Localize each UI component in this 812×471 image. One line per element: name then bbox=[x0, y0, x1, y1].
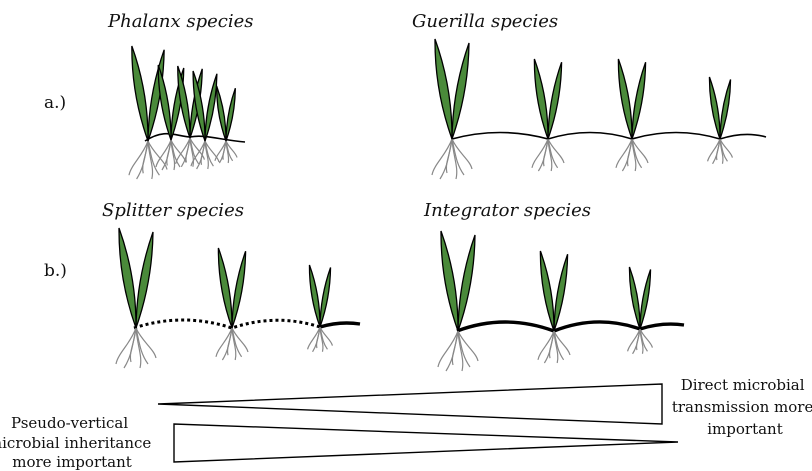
leaf bbox=[320, 267, 331, 327]
leaf bbox=[540, 251, 554, 331]
leaf bbox=[119, 228, 136, 328]
panel-title-integrator: Integrator species bbox=[423, 200, 591, 221]
root bbox=[440, 139, 452, 179]
leaf bbox=[218, 248, 232, 328]
panel-title-guerilla: Guerilla species bbox=[412, 11, 558, 32]
root bbox=[162, 140, 171, 170]
panel-title-phalanx: Phalanx species bbox=[107, 11, 254, 32]
leaf bbox=[441, 231, 458, 331]
stolon-splitter-solid bbox=[320, 323, 360, 327]
guerilla-plant bbox=[708, 77, 733, 164]
root bbox=[222, 328, 232, 360]
leaf bbox=[458, 235, 475, 331]
stolon-integrator bbox=[457, 322, 684, 331]
root bbox=[554, 331, 564, 360]
root bbox=[232, 328, 242, 357]
root bbox=[446, 331, 458, 371]
direct-transmission-wedge bbox=[158, 384, 662, 424]
leaf bbox=[132, 46, 148, 141]
root bbox=[137, 141, 148, 179]
row-label-a: a.) bbox=[44, 93, 66, 113]
phalanx-plant bbox=[215, 86, 237, 163]
leaf bbox=[226, 88, 235, 141]
root bbox=[197, 141, 205, 169]
leaf bbox=[618, 59, 632, 139]
leaf bbox=[435, 39, 452, 139]
leaf bbox=[232, 251, 246, 328]
leaf bbox=[205, 74, 217, 141]
leaf bbox=[548, 62, 562, 139]
leaf bbox=[136, 232, 153, 328]
guerilla-plant bbox=[616, 59, 648, 171]
row-label-b: b.) bbox=[44, 261, 67, 281]
direct-transmission-note: Direct microbial transmission more impor… bbox=[672, 376, 812, 438]
root bbox=[548, 139, 558, 168]
pseudo-vertical-wedge bbox=[174, 424, 678, 462]
root bbox=[622, 139, 632, 171]
integrator-plant bbox=[538, 251, 570, 363]
leaf bbox=[709, 77, 720, 139]
leaf bbox=[309, 265, 320, 327]
splitter-plant bbox=[216, 248, 248, 360]
leaf bbox=[632, 62, 646, 139]
integrator-plant bbox=[628, 267, 653, 354]
stolon-splitter-dotted bbox=[134, 320, 320, 328]
root bbox=[136, 328, 148, 364]
leaf bbox=[629, 267, 640, 329]
root bbox=[544, 331, 554, 363]
integrator-plant bbox=[438, 231, 478, 371]
root bbox=[632, 139, 642, 168]
root bbox=[124, 328, 136, 368]
phalanx-plant bbox=[129, 46, 167, 179]
stolon-phalanx bbox=[145, 134, 245, 142]
guerilla-plant bbox=[432, 39, 472, 179]
pseudo-vertical-note: Pseudo-vertical microbial inheritance mo… bbox=[0, 414, 156, 471]
splitter-plant bbox=[308, 265, 333, 352]
leaf bbox=[640, 269, 651, 329]
leaf bbox=[720, 79, 731, 139]
guerilla-plant bbox=[532, 59, 564, 171]
leaf bbox=[452, 43, 469, 139]
root bbox=[538, 139, 548, 171]
root bbox=[452, 139, 464, 175]
leaf bbox=[158, 65, 171, 140]
leaf bbox=[554, 254, 568, 331]
panel-title-splitter: Splitter species bbox=[102, 200, 244, 221]
leaf bbox=[217, 86, 226, 141]
root bbox=[458, 331, 470, 367]
splitter-plant bbox=[116, 228, 156, 368]
root bbox=[148, 141, 159, 175]
leaf bbox=[534, 59, 548, 139]
